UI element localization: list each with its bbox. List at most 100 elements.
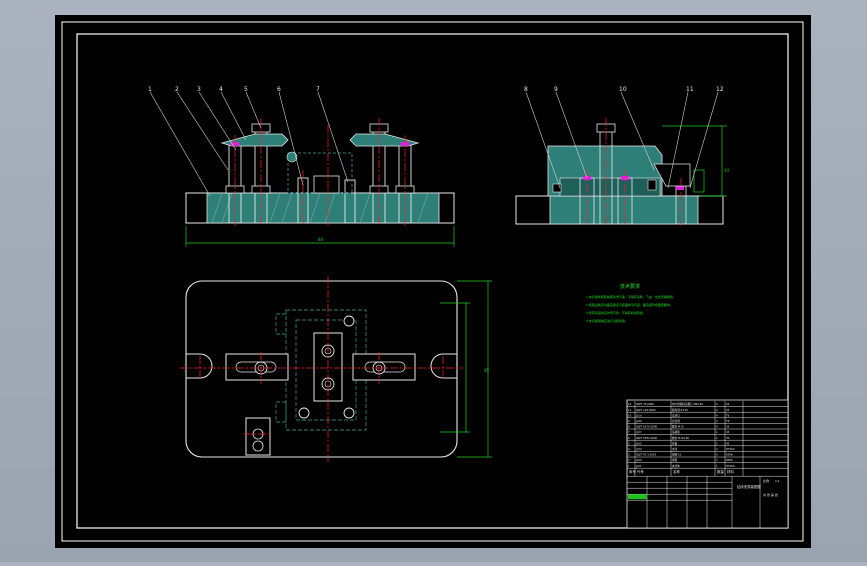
parts-cell: 1 xyxy=(716,464,718,468)
parts-cell: 6 xyxy=(628,436,630,440)
side-view[interactable]: 34 8 9 10 11 12 xyxy=(515,86,730,226)
parts-cell: HT200 xyxy=(726,447,735,451)
front-balloons: 1 2 3 4 5 6 7 xyxy=(148,86,320,93)
parts-cell: JJ-07 xyxy=(635,430,642,434)
parts-cell: 圆柱销 6×30 xyxy=(672,408,688,412)
parts-cell: 2 xyxy=(716,458,718,462)
balloon-label: 8 xyxy=(524,86,528,93)
drawing-name: 钻床夹具装配图 xyxy=(737,484,761,489)
balloon-label: 7 xyxy=(316,86,320,93)
parts-cell: 35 xyxy=(726,436,730,440)
parts-cell: GB/T 70-2000 xyxy=(636,402,654,406)
parts-cell: 4 xyxy=(716,453,718,457)
parts-cell: 内六角圆柱头螺钉 M6×20 xyxy=(672,402,703,406)
tech-note-line: 4.夹具使用前应进行试装检验。 xyxy=(586,318,628,323)
front-width-dim: 84 xyxy=(318,237,324,242)
parts-cell: 夹具体 xyxy=(672,464,680,468)
balloon-label: 6 xyxy=(277,86,281,93)
parts-cell: 45 xyxy=(726,441,730,445)
parts-cell: 3 xyxy=(628,453,630,457)
parts-cell: 2 xyxy=(716,419,718,423)
front-view[interactable]: 84 1 2 3 4 5 6 7 xyxy=(148,86,455,247)
parts-cell: 垫圈 10 xyxy=(672,453,682,457)
parts-cell: JJ-10 xyxy=(635,413,642,417)
parts-cell: 10 xyxy=(628,413,632,417)
parts-cell: 螺母 M10 xyxy=(672,425,684,429)
parts-cell: 45 xyxy=(726,408,730,412)
parts-header: 序号 xyxy=(629,469,636,474)
parts-cell: 4 xyxy=(628,447,630,451)
scale-label: 比例 xyxy=(763,478,769,483)
parts-cell: 2 xyxy=(716,447,718,451)
parts-cell: 5 xyxy=(628,441,630,445)
parts-cell: 1 xyxy=(628,464,630,468)
parts-cell: 35 xyxy=(726,425,730,429)
parts-cell: 4 xyxy=(716,425,718,429)
parts-cell: JJ-01 xyxy=(635,464,642,468)
parts-header: 材料 xyxy=(727,469,734,474)
parts-header: 代号 xyxy=(637,469,644,474)
parts-header: 数量 xyxy=(717,469,724,474)
parts-cell: 支承钉 xyxy=(672,413,680,417)
side-balloons: 8 9 10 11 12 xyxy=(524,86,724,93)
parts-cell: 35 xyxy=(726,402,730,406)
side-height-dim: 34 xyxy=(724,168,730,173)
scale-value: 1:1 xyxy=(775,479,780,483)
parts-cell: HT200 xyxy=(726,464,735,468)
sheet-label: 共 张 第 张 xyxy=(763,492,778,497)
balloon-label: 4 xyxy=(219,86,223,93)
balloon-label: 5 xyxy=(244,86,248,93)
parts-cell: 65Mn xyxy=(726,453,734,457)
parts-cell: GB/T 97.1-2002 xyxy=(636,453,657,457)
parts-cell: T8 xyxy=(726,419,730,423)
parts-cell: GB/T 119-2000 xyxy=(636,408,656,412)
parts-cell: 4 xyxy=(716,402,718,406)
plan-height-dim: 95 xyxy=(484,368,490,373)
parts-cell: 1 xyxy=(716,430,718,434)
parts-cell: JJ-04 xyxy=(635,447,642,451)
tech-note-line: 3.所有紧固件应拧紧可靠，不得有松动现象。 xyxy=(586,310,646,315)
parts-cell: 4 xyxy=(716,413,718,417)
parts-cell: 2 xyxy=(716,436,718,440)
parts-cell: 2 xyxy=(628,458,630,462)
parts-cell: 2 xyxy=(716,441,718,445)
parts-cell: 钻模板 xyxy=(672,430,680,434)
parts-cell: 12 xyxy=(628,402,632,406)
parts-cell: 7 xyxy=(628,430,630,434)
balloon-label: 2 xyxy=(175,86,179,93)
parts-header: 名称 xyxy=(673,469,680,474)
parts-cell: GB/T 6170-2000 xyxy=(636,425,658,429)
balloon-label: 12 xyxy=(716,86,724,93)
balloon-label: 1 xyxy=(148,86,152,93)
parts-cell: 9 xyxy=(628,419,630,423)
technical-notes: 技术要求 1.夹具零件装配前需清洗干净，不得有毛刺、飞边、氧化皮等缺陷。 2.装配… xyxy=(586,283,676,323)
plan-view[interactable]: 95 xyxy=(180,276,492,462)
balloon-label: 9 xyxy=(554,86,558,93)
parts-cell: T8 xyxy=(726,413,730,417)
tech-notes-title: 技术要求 xyxy=(620,283,640,290)
tech-note-line: 1.夹具零件装配前需清洗干净，不得有毛刺、飞边、氧化皮等缺陷。 xyxy=(586,294,676,299)
parts-cell: 8 xyxy=(628,425,630,429)
parts-cell: 65Mn xyxy=(726,458,734,462)
parts-cell: JJ-02 xyxy=(635,458,642,462)
parts-cell: 11 xyxy=(628,408,632,412)
balloon-label: 11 xyxy=(686,86,694,93)
parts-cell: 支座 xyxy=(672,447,678,451)
approval-cell xyxy=(628,494,647,500)
inner-frame xyxy=(76,33,789,529)
parts-cell: 2 xyxy=(716,408,718,412)
balloon-label: 3 xyxy=(197,86,201,93)
parts-cell: 压板 xyxy=(672,441,678,445)
parts-cell: 弹簧 xyxy=(672,458,678,462)
parts-cell: GB/T 5782-2000 xyxy=(636,436,658,440)
balloon-label: 10 xyxy=(619,86,627,93)
outer-frame xyxy=(61,21,804,542)
parts-cell: 定位销 xyxy=(672,419,680,423)
tech-note-line: 2.装配后各定位面应保证与底面的平行度、垂直度符合图纸要求。 xyxy=(586,302,673,307)
parts-cell: 45 xyxy=(726,430,730,434)
parts-cell: 螺栓 M10×80 xyxy=(672,436,689,440)
parts-cell: JJ-05 xyxy=(635,441,642,445)
